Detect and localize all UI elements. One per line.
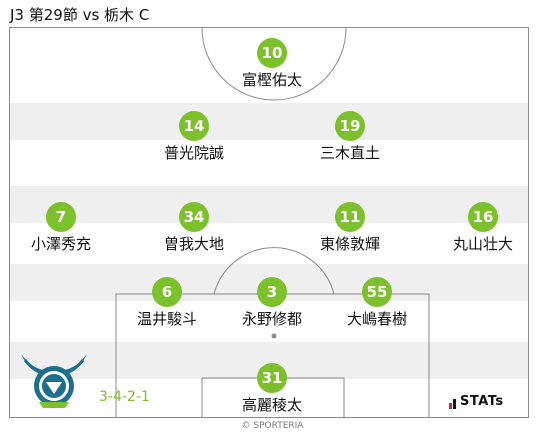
player-name: 丸山壮大 [452, 235, 513, 253]
player-number: 11 [335, 202, 365, 232]
player-name: 温井駿斗 [136, 310, 197, 328]
player-number: 31 [257, 363, 287, 393]
player-card[interactable]: 14 普光院誠 [134, 111, 254, 163]
player-number: 7 [46, 202, 76, 232]
stats-label: STATs [460, 394, 504, 409]
player-number: 19 [335, 111, 365, 141]
player-name: 三木直土 [319, 144, 380, 162]
pitch-stripe [10, 103, 528, 140]
player-card[interactable]: 6 温井駿斗 [107, 277, 227, 329]
player-number: 10 [257, 38, 287, 68]
player-name: 富樫佑太 [241, 71, 302, 89]
player-card[interactable]: 19 三木直土 [290, 111, 410, 163]
player-card[interactable]: 34 曽我大地 [134, 202, 254, 254]
player-number: 14 [179, 111, 209, 141]
player-name: 大嶋春樹 [346, 310, 407, 328]
stats-logo: STATs [449, 394, 504, 409]
pitch [9, 27, 529, 418]
player-name: 東條敦輝 [319, 235, 380, 253]
player-card[interactable]: 11 東條敦輝 [290, 202, 410, 254]
player-card[interactable]: 7 小澤秀充 [1, 202, 121, 254]
match-title: J3 第29節 vs 栃木 C [10, 6, 150, 24]
player-name: 曽我大地 [163, 235, 224, 253]
player-name: 小澤秀充 [30, 235, 91, 253]
player-name: 永野修都 [241, 310, 302, 328]
player-number: 3 [257, 277, 287, 307]
player-name: 普光院誠 [163, 144, 224, 162]
player-card[interactable]: 3 永野修都 [212, 277, 332, 329]
player-number: 6 [152, 277, 182, 307]
stats-bars-icon [449, 394, 457, 409]
player-name: 高麗稜太 [241, 396, 302, 414]
player-number: 55 [362, 277, 392, 307]
player-number: 34 [179, 202, 209, 232]
player-card[interactable]: 16 丸山壮大 [423, 202, 543, 254]
player-number: 16 [468, 202, 498, 232]
pitch-stripe [10, 186, 528, 223]
player-card[interactable]: 55 大嶋春樹 [317, 277, 437, 329]
player-card[interactable]: 10 富樫佑太 [212, 38, 332, 90]
player-card[interactable]: 31 高麗稜太 [212, 363, 332, 415]
copyright: © SPORTERIA [241, 421, 304, 431]
team-crest-icon [21, 354, 87, 408]
formation-label: 3-4-2-1 [99, 389, 150, 405]
